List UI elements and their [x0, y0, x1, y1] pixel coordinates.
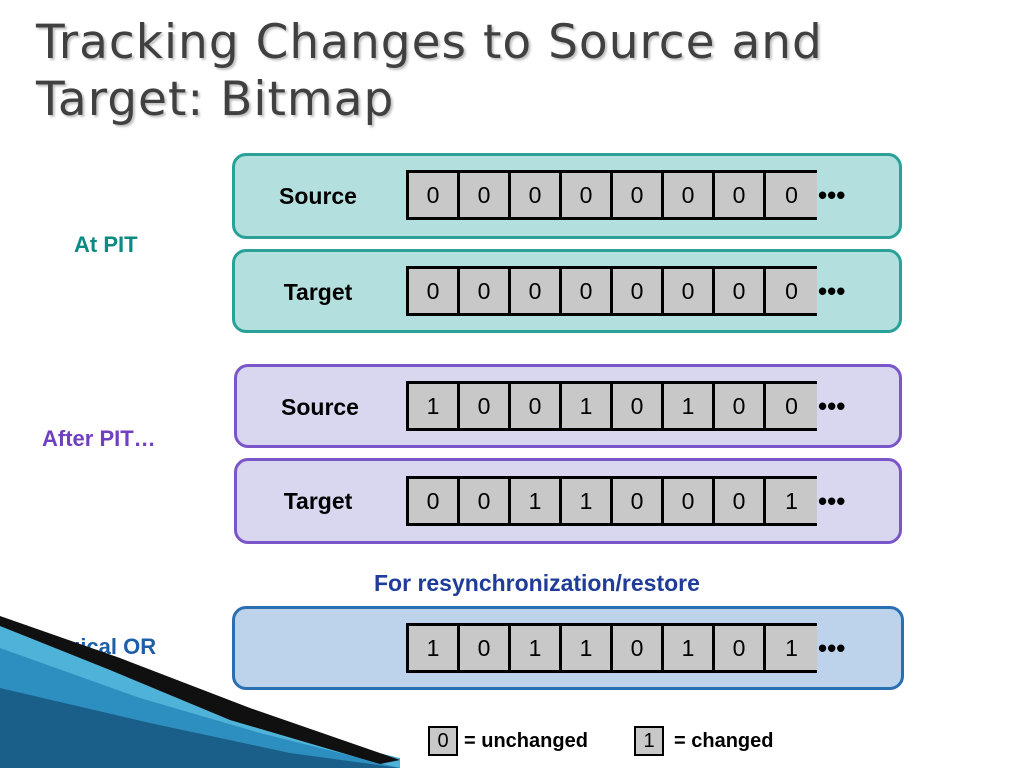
- swoosh-dark: [0, 688, 400, 768]
- bit-cell: 0: [511, 173, 562, 217]
- bit-cell: 0: [664, 269, 715, 313]
- bit-cell: 0: [715, 626, 766, 670]
- at-pit-label: At PIT: [74, 232, 138, 257]
- bit-cell: 0: [715, 173, 766, 217]
- bit-cell: 0: [409, 269, 460, 313]
- ellipsis-logical-or: •••: [818, 633, 846, 663]
- bit-cell: 1: [511, 626, 562, 670]
- bit-cell: 0: [613, 626, 664, 670]
- bit-cell: 1: [562, 384, 613, 428]
- legend-unchanged-swatch: 0: [428, 726, 458, 756]
- bit-cell: 1: [562, 479, 613, 523]
- bit-cell: 0: [409, 479, 460, 523]
- bit-cell: 0: [562, 269, 613, 313]
- bit-cell: 0: [664, 173, 715, 217]
- bit-cell: 0: [613, 173, 664, 217]
- after-pit-label: After PIT…: [42, 426, 156, 451]
- bit-cell: 0: [562, 173, 613, 217]
- bitmap-after-target: 0 0 1 1 0 0 0 1: [406, 476, 817, 526]
- legend-changed-text: = changed: [674, 729, 774, 752]
- legend-unchanged-text: = unchanged: [464, 729, 588, 752]
- ellipsis-after-source: •••: [818, 391, 846, 421]
- bitmap-pit-source: 0 0 0 0 0 0 0 0: [406, 170, 817, 220]
- bit-cell: 1: [409, 626, 460, 670]
- bit-cell: 0: [511, 269, 562, 313]
- ellipsis-pit-target: •••: [818, 276, 846, 306]
- bit-cell: 0: [766, 173, 817, 217]
- row-label-after-source: Source: [281, 394, 359, 420]
- bit-cell: 1: [562, 626, 613, 670]
- bit-cell: 0: [766, 269, 817, 313]
- row-label-pit-target: Target: [283, 279, 353, 305]
- bit-cell: 0: [613, 269, 664, 313]
- bit-cell: 1: [409, 384, 460, 428]
- bit-cell: 1: [766, 479, 817, 523]
- legend-changed-swatch: 1: [634, 726, 664, 756]
- bit-cell: 0: [766, 384, 817, 428]
- bit-cell: 0: [613, 479, 664, 523]
- legend-changed: 1 = changed: [634, 726, 773, 756]
- bit-cell: 0: [715, 479, 766, 523]
- corner-swoosh-decoration: [0, 616, 400, 768]
- bit-cell: 0: [715, 384, 766, 428]
- bit-cell: 0: [460, 269, 511, 313]
- bit-cell: 1: [766, 626, 817, 670]
- bit-cell: 1: [511, 479, 562, 523]
- row-label-after-target: Target: [283, 488, 353, 514]
- ellipsis-after-target: •••: [818, 486, 846, 516]
- bit-cell: 0: [613, 384, 664, 428]
- bit-cell: 0: [460, 479, 511, 523]
- bit-cell: 0: [460, 626, 511, 670]
- bitmap-logical-or: 1 0 1 1 0 1 0 1: [406, 623, 817, 673]
- bit-cell: 1: [664, 626, 715, 670]
- bit-cell: 0: [511, 384, 562, 428]
- swoosh-black-line: [0, 616, 400, 764]
- ellipsis-pit-source: •••: [818, 180, 846, 210]
- bit-cell: 0: [460, 173, 511, 217]
- bit-cell: 0: [460, 384, 511, 428]
- bit-cell: 0: [715, 269, 766, 313]
- bit-cell: 0: [409, 173, 460, 217]
- legend-unchanged: 0 = unchanged: [428, 726, 588, 756]
- bit-cell: 0: [664, 479, 715, 523]
- slide-title: Tracking Changes to Source and Target: B…: [36, 15, 823, 127]
- bit-cell: 1: [664, 384, 715, 428]
- resync-caption: For resynchronization/restore: [374, 570, 700, 596]
- row-label-pit-source: Source: [279, 183, 357, 209]
- bitmap-pit-target: 0 0 0 0 0 0 0 0: [406, 266, 817, 316]
- bitmap-after-source: 1 0 0 1 0 1 0 0: [406, 381, 817, 431]
